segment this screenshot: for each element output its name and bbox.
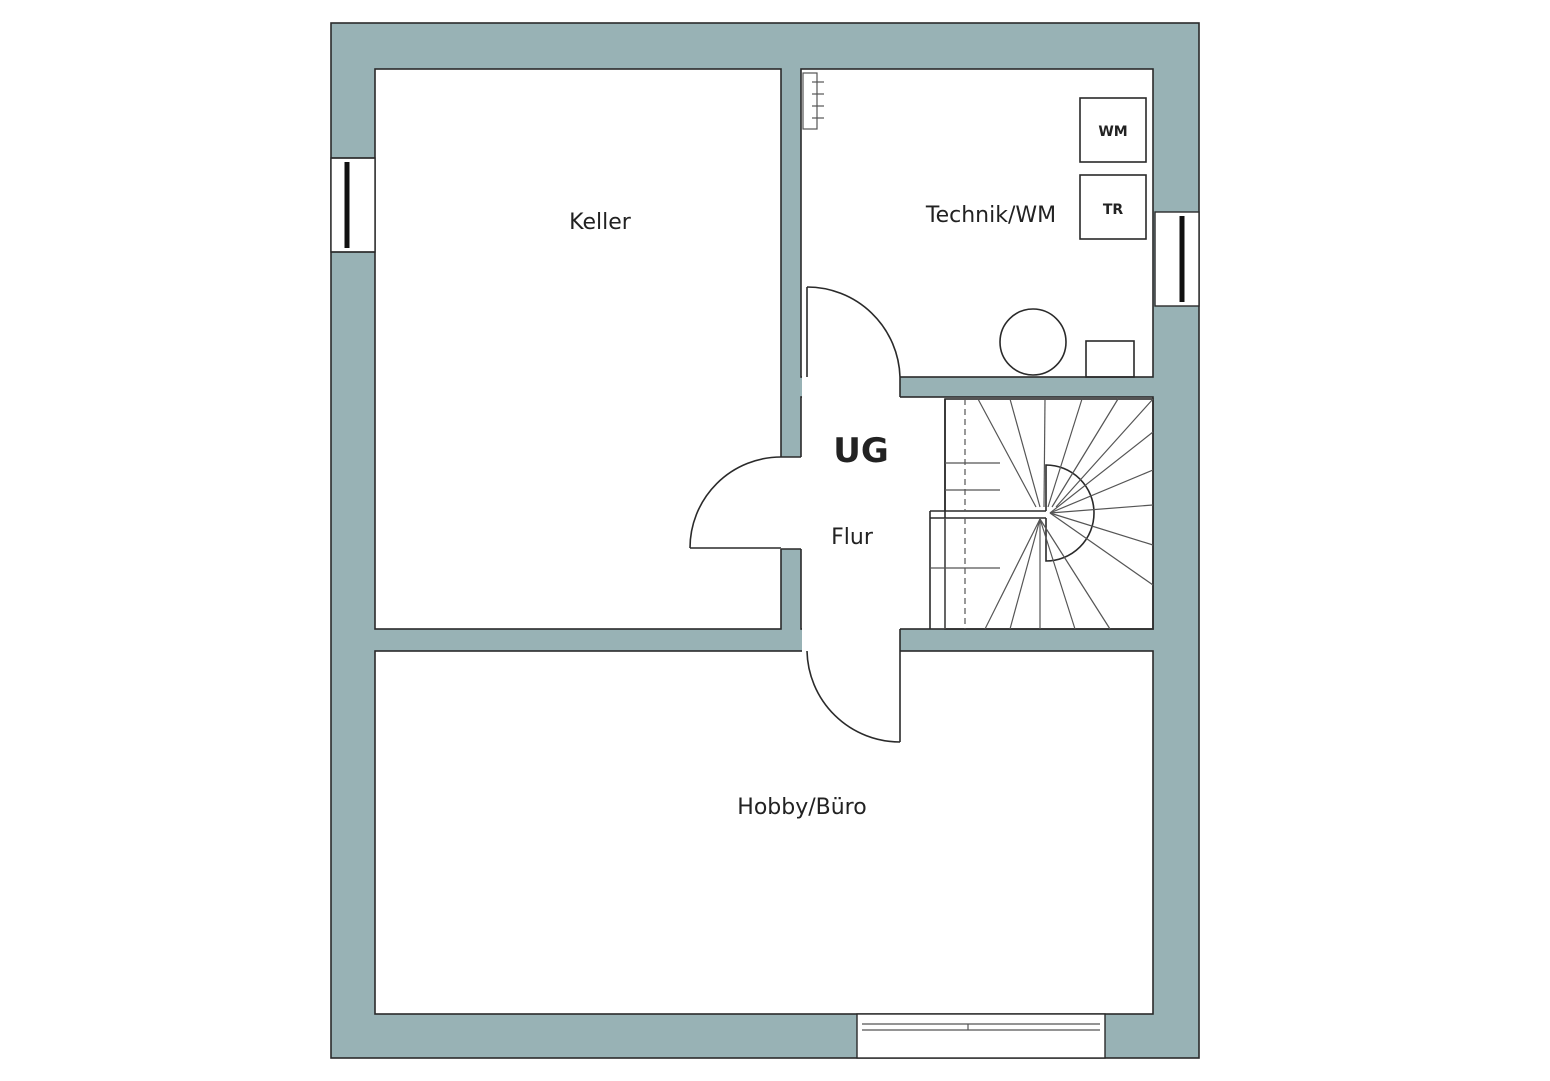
room-hobby (374, 650, 1154, 1015)
radiator-icon (802, 72, 824, 130)
dryer-label: TR (1103, 202, 1124, 218)
stair-tread (1049, 504, 1154, 514)
flur-hall-extension (802, 398, 930, 628)
washing-machine-label: WM (1098, 124, 1127, 140)
staircase (929, 398, 1154, 630)
washing-machine-icon: WM (1079, 97, 1147, 163)
window-keller (330, 157, 376, 253)
door-technik[interactable] (806, 286, 901, 378)
door-opening-flur-technik (802, 376, 900, 398)
door-keller[interactable] (689, 456, 782, 549)
stair-tread (1051, 398, 1119, 508)
stair-tread (1049, 431, 1154, 514)
window-hobby (856, 1013, 1106, 1059)
stair-tread (1049, 469, 1154, 514)
room-label-technik: Technik/WM (925, 203, 1056, 228)
stair-tread (977, 398, 1037, 508)
boiler-icon (999, 308, 1067, 376)
stair-tread (1009, 398, 1041, 508)
room-label-hobby: Hobby/Büro (737, 795, 866, 820)
room-label-keller: Keller (569, 210, 632, 235)
door-opening-technik (802, 287, 900, 377)
dryer-icon: TR (1079, 174, 1147, 240)
stair-tread (1049, 512, 1154, 546)
door-hobby[interactable] (806, 650, 901, 743)
stair-tread (1043, 398, 1046, 508)
stair-tread (1047, 398, 1083, 508)
window-technik (1154, 211, 1200, 307)
door-opening-keller (780, 457, 802, 549)
tank-icon (1085, 340, 1135, 378)
stair-tread (984, 518, 1041, 630)
room-label-flur: Flur (831, 525, 874, 550)
stair-tread (1039, 518, 1111, 630)
stair-tread (1039, 518, 1076, 630)
floor-label: UG (833, 431, 889, 471)
stair-tread (1055, 398, 1154, 508)
door-opening-hobby (802, 628, 900, 652)
stair-tread (1009, 518, 1041, 630)
room-keller (374, 68, 782, 630)
stair-tread (1049, 512, 1154, 586)
